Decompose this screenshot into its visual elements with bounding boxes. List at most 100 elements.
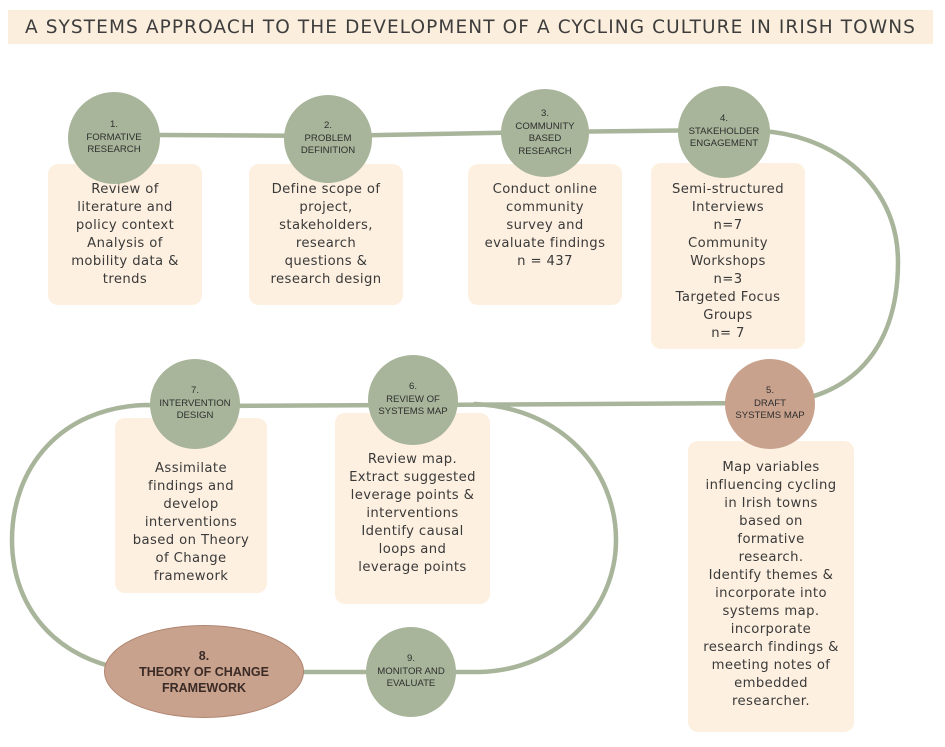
- description-line: Identify themes &: [708, 568, 834, 583]
- step-2-description: Define scope of project, stakeholders, r…: [249, 164, 403, 305]
- step-name: MONITOR AND: [377, 665, 445, 677]
- description-line: leverage points &: [350, 488, 475, 503]
- description-line: researcher.: [732, 694, 810, 709]
- description-line: Analysis of: [87, 236, 163, 251]
- description-line: framework: [153, 569, 229, 584]
- step-name: EVALUATE: [386, 678, 436, 690]
- description-line: incorporate into: [715, 586, 827, 601]
- description-line: loops and: [378, 542, 447, 557]
- connector-5-6: [410, 400, 773, 408]
- description-line: Community: [688, 236, 768, 251]
- description-line: Conduct online: [492, 182, 598, 197]
- step-5-node: 5. DRAFT SYSTEMS MAP: [725, 359, 815, 449]
- step-number: 1.: [109, 119, 118, 131]
- step-1-description: Review of literature and policy context …: [48, 164, 202, 305]
- description-line: based on Theory: [132, 533, 250, 548]
- step-name: THEORY OF CHANGE: [139, 664, 269, 679]
- step-5-description: Map variables influencing cycling in Iri…: [688, 441, 854, 732]
- step-name: SYSTEMS MAP: [378, 406, 448, 418]
- step-number: 2.: [323, 120, 332, 132]
- description-line: research design: [270, 272, 382, 287]
- step-9-node: 9. MONITOR AND EVALUATE: [366, 627, 456, 717]
- step-name: FRAMEWORK: [161, 680, 246, 695]
- step-name: INTERVENTION: [159, 397, 231, 409]
- description-line: n = 437: [517, 254, 573, 269]
- description-line: embedded: [734, 676, 808, 691]
- step-name: FORMATIVE: [86, 131, 142, 143]
- step-name: STAKEHOLDER: [688, 125, 760, 137]
- description-line: systems map.: [722, 604, 820, 619]
- description-line: survey and: [506, 218, 584, 233]
- description-line: community: [506, 200, 584, 215]
- description-line: of Change: [155, 551, 227, 566]
- description-line: leverage points: [358, 560, 467, 575]
- step-name: PROBLEM: [304, 132, 352, 144]
- description-line: evaluate findings: [484, 236, 606, 251]
- step-2-node: 2. PROBLEM DEFINITION: [284, 95, 372, 183]
- description-line: n=3: [713, 272, 743, 287]
- description-line: Define scope of: [271, 182, 381, 197]
- description-line: Map variables: [722, 460, 820, 475]
- description-line: meeting notes of: [711, 658, 831, 673]
- connector-7-8-loop: [9, 402, 198, 675]
- description-line: Targeted Focus: [675, 290, 781, 305]
- description-line: literature and: [77, 200, 173, 215]
- description-line: Interviews: [691, 200, 765, 215]
- step-name: DESIGN: [176, 410, 214, 422]
- description-line: interventions: [144, 515, 238, 530]
- step-name: RESEARCH: [518, 145, 572, 157]
- description-line: interventions: [366, 506, 459, 521]
- description-line: influencing cycling: [705, 478, 837, 493]
- description-line: incorporate: [730, 622, 812, 637]
- step-4-description: Semi-structured Interviews n=7 Community…: [651, 163, 805, 349]
- description-line: questions &: [284, 254, 368, 269]
- description-line: research.: [738, 550, 804, 565]
- description-line: Review of: [91, 182, 159, 197]
- description-line: in Irish towns: [724, 496, 818, 511]
- step-8-node: 8. THEORY OF CHANGE FRAMEWORK: [104, 625, 304, 718]
- step-3-node: 3. COMMUNITY BASED RESEARCH: [501, 89, 589, 177]
- step-1-node: 1. FORMATIVE RESEARCH: [68, 92, 160, 184]
- step-6-node: 6. REVIEW OF SYSTEMS MAP: [368, 355, 458, 445]
- step-name: DEFINITION: [300, 145, 356, 157]
- step-number: 7.: [190, 385, 199, 397]
- step-7-node: 7. INTERVENTION DESIGN: [150, 359, 240, 449]
- description-line: formative: [737, 532, 805, 547]
- step-name: BASED: [528, 133, 562, 144]
- description-line: Assimilate: [155, 461, 227, 476]
- step-name: REVIEW OF: [386, 393, 440, 405]
- description-line: stakeholders,: [279, 218, 373, 233]
- description-line: Semi-structured: [672, 182, 784, 197]
- step-name: DRAFT: [754, 397, 786, 409]
- description-line: research findings &: [703, 640, 839, 655]
- description-line: Identify causal: [361, 524, 464, 539]
- description-line: Review map.: [367, 452, 458, 467]
- description-line: findings and: [147, 479, 235, 494]
- step-number: 8.: [198, 648, 210, 663]
- step-number: 6.: [408, 381, 417, 393]
- connector-9-6-loop: [407, 401, 619, 675]
- description-line: mobility data &: [71, 254, 179, 269]
- description-line: n=7: [713, 218, 743, 233]
- description-line: based on: [739, 514, 803, 529]
- step-name: RESEARCH: [87, 144, 141, 156]
- description-line: develop: [163, 497, 219, 512]
- description-line: Groups: [703, 308, 753, 323]
- connector-4-5: [719, 127, 901, 406]
- step-number: 5.: [765, 385, 774, 397]
- description-line: research: [295, 236, 357, 251]
- step-number: 4.: [719, 113, 728, 125]
- step-number: 9.: [406, 653, 415, 665]
- description-line: trends: [102, 272, 148, 287]
- diagram-title: A SYSTEMS APPROACH TO THE DEVELOPMENT OF…: [8, 10, 933, 44]
- step-4-node: 4. STAKEHOLDER ENGAGEMENT: [678, 86, 770, 178]
- step-3-description: Conduct online community survey and eval…: [468, 164, 622, 305]
- description-line: Extract suggested: [349, 470, 476, 485]
- step-name: COMMUNITY: [515, 120, 575, 132]
- step-name: ENGAGEMENT: [689, 138, 759, 150]
- description-line: project,: [299, 200, 353, 215]
- description-line: Workshops: [690, 254, 766, 269]
- step-number: 3.: [540, 108, 549, 119]
- description-line: n= 7: [711, 326, 745, 341]
- description-line: policy context: [75, 218, 175, 233]
